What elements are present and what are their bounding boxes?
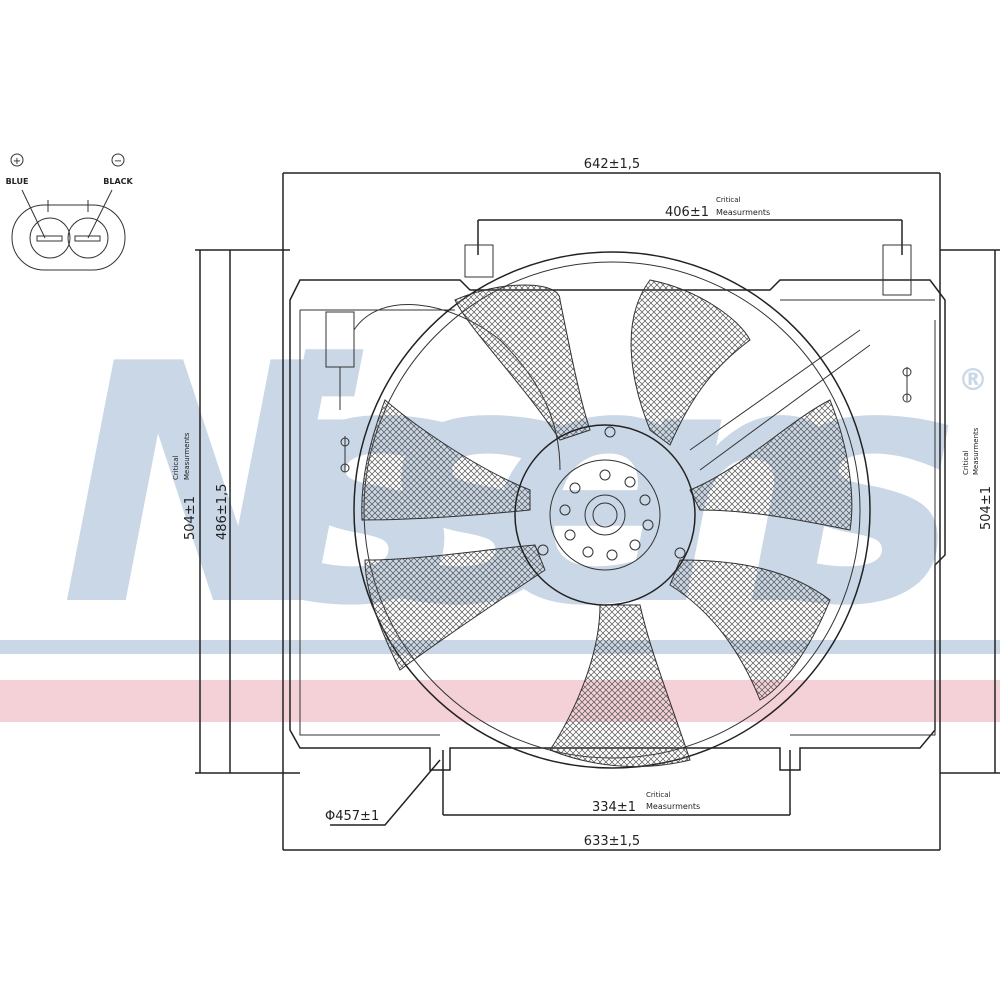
connector-housing bbox=[11, 204, 126, 271]
fan-hub-ring bbox=[514, 424, 696, 606]
right-height-label: 504±1 bbox=[979, 486, 994, 530]
fan-shroud bbox=[289, 244, 946, 771]
fan bbox=[353, 251, 871, 769]
plus-wire-label: BLUE bbox=[6, 177, 29, 186]
dimension-lines bbox=[195, 172, 1000, 851]
watermark-pink-stripe bbox=[0, 680, 1000, 722]
right-critical-note-1: Critical bbox=[962, 450, 970, 475]
watermark-registered: ® bbox=[958, 363, 988, 398]
right-critical-note-2: Measurments bbox=[972, 427, 980, 475]
bottom-critical-note-1: Critical bbox=[646, 791, 671, 799]
fan-blades bbox=[361, 279, 853, 768]
top-critical-note-1: Critical bbox=[716, 196, 741, 204]
minus-symbol: − bbox=[114, 156, 122, 167]
bottom-width-label: 633±1,5 bbox=[584, 834, 640, 849]
left-height-label: 504±1 bbox=[183, 496, 198, 540]
plus-symbol: + bbox=[13, 156, 21, 167]
minus-wire-label: BLACK bbox=[103, 177, 133, 186]
left-critical-note-1: Critical bbox=[172, 455, 180, 480]
hub-bolts bbox=[537, 426, 686, 561]
bottom-critical-label: 334±1 bbox=[592, 800, 636, 815]
top-critical-label: 406±1 bbox=[665, 205, 709, 220]
fan-hub bbox=[549, 459, 661, 571]
fan-ring bbox=[353, 251, 871, 769]
plus-icon bbox=[10, 153, 24, 167]
minus-icon bbox=[111, 153, 125, 167]
left-inner-height-label: 486±1,5 bbox=[215, 484, 230, 540]
bottom-critical-note-2: Measurments bbox=[646, 802, 700, 811]
connector-diagram: + − BLUE BLACK bbox=[6, 153, 134, 271]
top-width-label: 642±1,5 bbox=[584, 157, 640, 172]
top-critical-note-2: Measurments bbox=[716, 208, 770, 217]
left-critical-note-2: Measurments bbox=[183, 432, 191, 480]
dimension-labels: 642±1,5 406±1 Critical Measurments 504±1… bbox=[172, 157, 994, 849]
fan-diameter-label: Φ457±1 bbox=[325, 809, 379, 824]
